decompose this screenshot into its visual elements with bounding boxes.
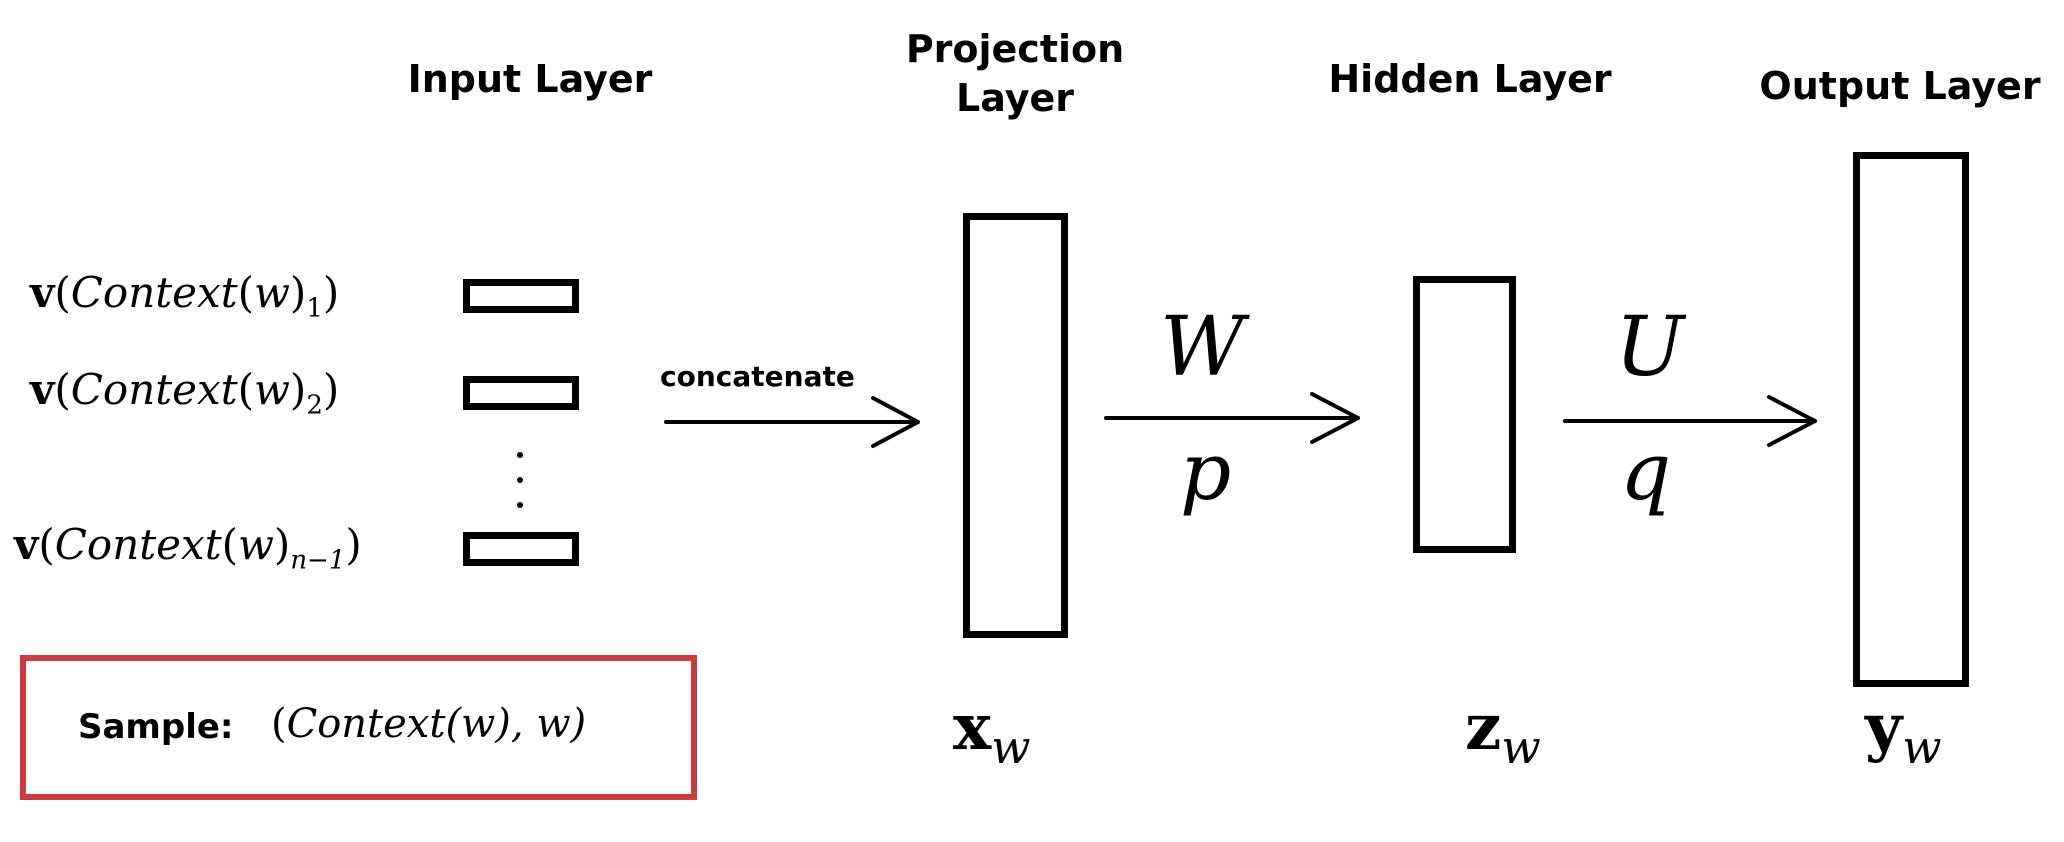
weight-w-label: W [1160, 300, 1245, 395]
input-vector-box-n-minus-1 [463, 532, 579, 566]
ellipsis-dot-1 [517, 452, 523, 458]
input-layer-header: Input Layer [407, 57, 653, 101]
output-vector-label: yw [1865, 690, 1942, 774]
hidden-layer-header: Hidden Layer [1328, 57, 1612, 101]
weight-u-label: U [1615, 300, 1685, 395]
output-layer-box [1853, 152, 1969, 687]
w-arrowhead [1310, 392, 1360, 444]
ellipsis-dot-3 [517, 502, 523, 508]
concatenate-arrowhead [871, 396, 920, 448]
hidden-layer-box [1413, 276, 1516, 553]
sample-label: Sample: [78, 707, 234, 747]
output-layer-header: Output Layer [1759, 64, 2041, 108]
input-vector-box-2 [463, 376, 579, 410]
u-arrowhead [1767, 395, 1817, 447]
concatenate-label: concatenate [660, 360, 855, 393]
bias-q-label: q [1620, 425, 1672, 518]
projection-vector-label: xw [953, 690, 1031, 774]
sample-expression: (Context(w), w) [271, 701, 587, 747]
input-label-n-minus-1: v(Context(w)n−1) [14, 520, 362, 576]
projection-layer-header: Projection Layer [905, 27, 1125, 121]
projection-layer-box [963, 213, 1068, 638]
input-vector-box-1 [463, 279, 579, 313]
sample-box: Sample: (Context(w), w) [20, 655, 697, 800]
hidden-vector-label: zw [1465, 690, 1541, 774]
bias-p-label: p [1180, 425, 1232, 518]
input-label-1: v(Context(w)1) [30, 268, 340, 324]
ellipsis-dot-2 [517, 477, 523, 483]
input-label-2: v(Context(w)2) [30, 365, 340, 421]
